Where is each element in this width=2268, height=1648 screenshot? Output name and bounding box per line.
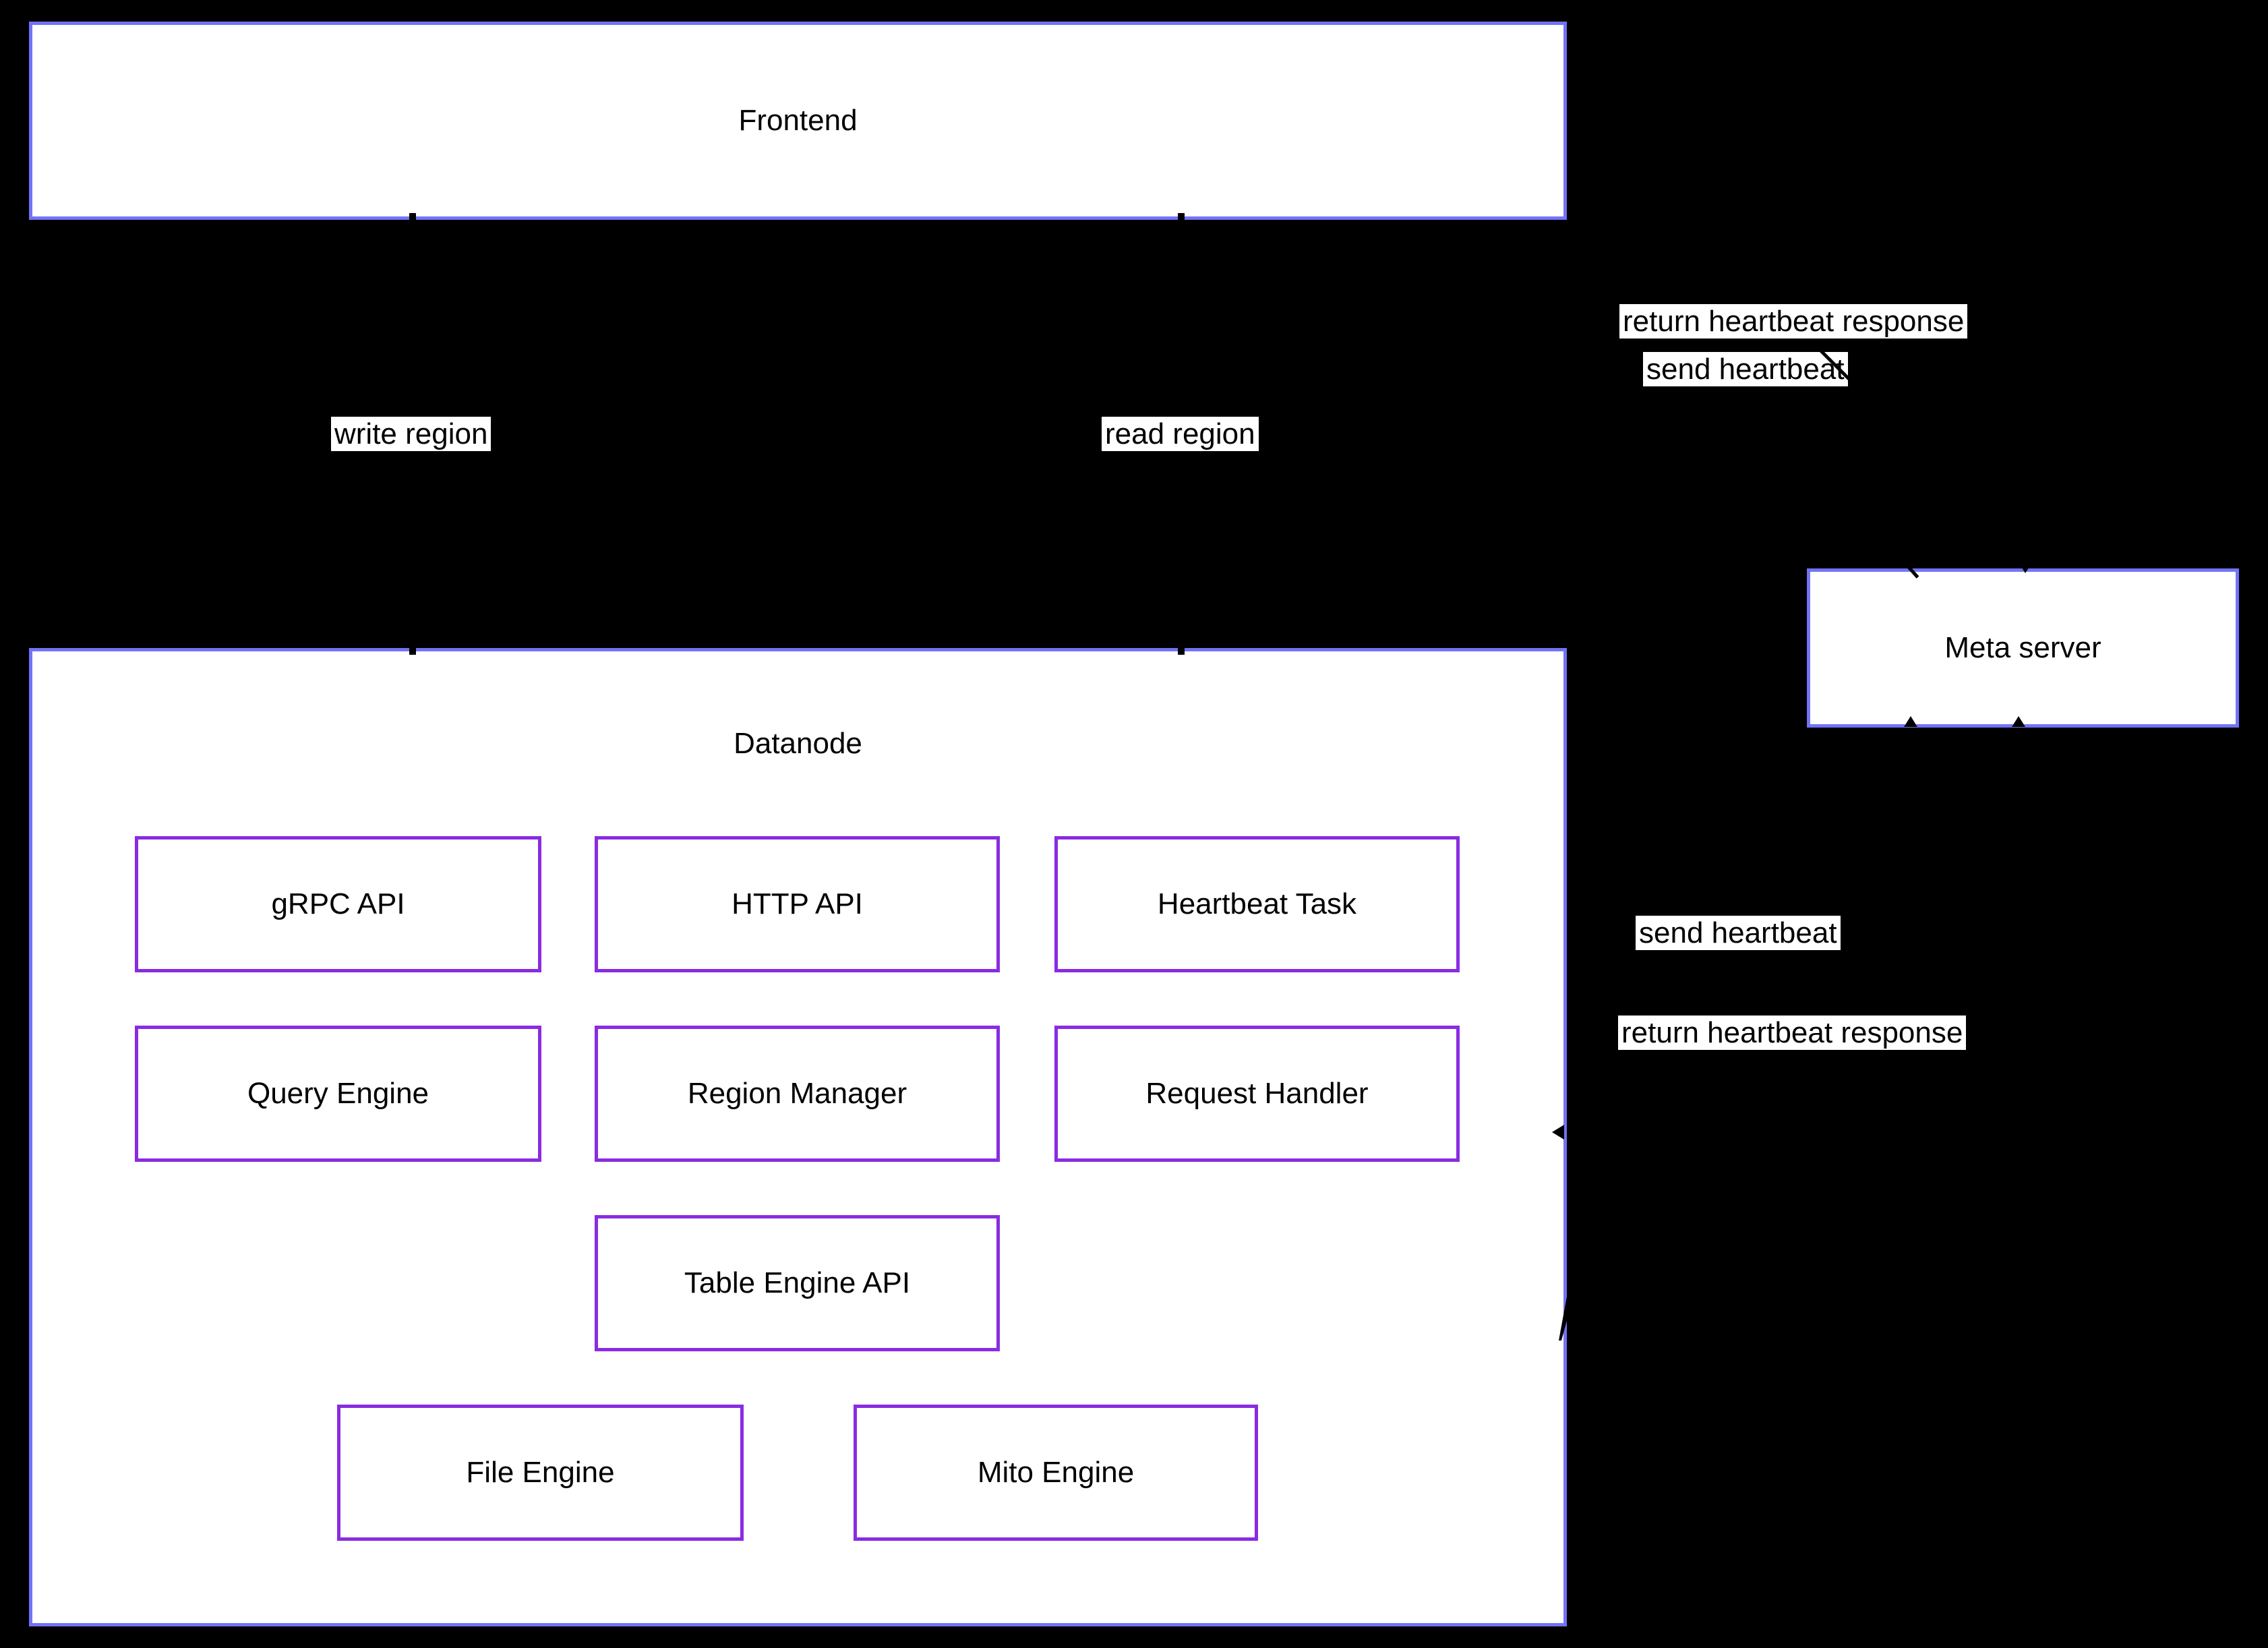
http-api-box: HTTP API (595, 836, 1000, 972)
connector-tick-frontend-read (1178, 213, 1185, 227)
read-region-label: read region (1102, 417, 1259, 451)
meta-server-box: Meta server (1807, 568, 2239, 728)
connector-tick-datanode-write (409, 641, 416, 655)
request-handler-box: Request Handler (1054, 1026, 1460, 1162)
query-engine-box: Query Engine (135, 1026, 541, 1162)
file-engine-box: File Engine (337, 1405, 744, 1541)
send-heartbeat-label-top: send heartbeat (1643, 352, 1848, 386)
query-engine-label: Query Engine (247, 1077, 429, 1110)
table-engine-api-box: Table Engine API (595, 1215, 1000, 1351)
request-handler-label: Request Handler (1145, 1077, 1369, 1110)
datanode-label: Datanode (734, 727, 862, 760)
http-api-label: HTTP API (732, 887, 863, 920)
file-engine-label: File Engine (466, 1456, 615, 1489)
region-manager-box: Region Manager (595, 1026, 1000, 1162)
meta-server-label: Meta server (1944, 631, 2101, 664)
heartbeat-task-label: Heartbeat Task (1157, 887, 1357, 920)
return-heartbeat-response-label-top: return heartbeat response (1619, 304, 1968, 339)
mito-engine-label: Mito Engine (977, 1456, 1135, 1489)
return-heartbeat-response-label-mid: return heartbeat response (1618, 1016, 1967, 1050)
mito-engine-box: Mito Engine (854, 1405, 1258, 1541)
frontend-label: Frontend (738, 104, 858, 137)
arrowhead-meta-bottom-right-icon (2012, 716, 2025, 727)
heartbeat-task-box: Heartbeat Task (1054, 836, 1460, 972)
connector-tick-frontend-write (409, 213, 416, 227)
frontend-box: Frontend (29, 22, 1567, 220)
table-engine-api-label: Table Engine API (684, 1266, 911, 1299)
region-manager-label: Region Manager (687, 1077, 907, 1110)
write-region-label: write region (331, 417, 491, 451)
grpc-api-box: gRPC API (135, 836, 541, 972)
send-heartbeat-label-mid: send heartbeat (1636, 916, 1841, 950)
arrowhead-meta-bottom-left-icon (1904, 716, 1917, 727)
grpc-api-label: gRPC API (271, 887, 405, 920)
connector-tick-datanode-read (1178, 641, 1185, 655)
arrowhead-into-datanode-icon (1552, 1125, 1564, 1140)
arrowhead-meta-top-icon (2019, 562, 2032, 573)
